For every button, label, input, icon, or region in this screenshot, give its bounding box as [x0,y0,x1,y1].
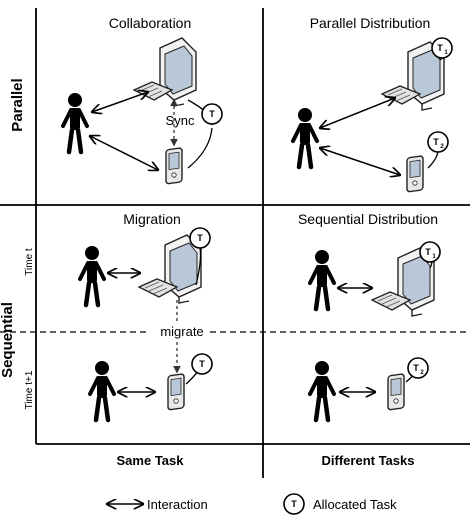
legend-interaction-label: Interaction [147,497,208,512]
phone-icon [387,373,405,411]
person-icon [293,108,317,167]
task-token-letter: T [197,233,203,243]
legend-task-token-letter: T [291,499,297,509]
cell-title-sequential-distribution: Sequential Distribution [298,211,438,227]
interaction-arrow [92,92,148,112]
person-icon [310,361,334,420]
task-token-subscript: 1 [444,50,448,56]
task-token-letter: T [413,363,419,373]
task-token-letter: T [437,43,443,53]
phone-icon [165,147,183,185]
cell-title-parallel-distribution: Parallel Distribution [310,15,431,31]
cell-title-collaboration: Collaboration [109,15,192,31]
interaction-arrow [90,136,158,170]
row-label-parallel: Parallel [9,78,26,131]
person-icon [63,93,87,152]
task-token-letter: T [199,359,205,369]
computer-icon [138,234,202,304]
phone-icon [167,373,185,411]
person-icon [80,246,104,305]
interaction-arrow [320,98,395,128]
migrate-label-backdrop [150,322,210,340]
task-token-subscript: 2 [440,144,444,150]
time-label-t1: Time t+1 [24,370,35,409]
legend-allocated-label: Allocated Task [313,497,397,512]
column-label-different-tasks: Different Tasks [322,453,415,468]
task-token-subscript: 1 [432,254,436,260]
task-token-letter: T [425,247,431,257]
cell-title-migration: Migration [123,211,181,227]
migrate-label: migrate [160,324,203,339]
token-link [427,149,439,169]
row-label-sequential: Sequential [0,302,16,378]
token-link [195,247,202,286]
time-label-t: Time t [24,248,35,276]
token-link [187,127,213,169]
task-token-subscript: 2 [420,370,424,376]
task-token-letter: T [433,137,439,147]
column-label-same-task: Same Task [117,453,185,468]
computer-icon [133,37,197,107]
task-token-letter: T [209,109,215,119]
phone-icon [406,155,424,193]
interaction-arrow [320,148,400,175]
person-icon [310,250,334,309]
sync-label: Sync [166,113,195,128]
person-icon [90,361,114,420]
